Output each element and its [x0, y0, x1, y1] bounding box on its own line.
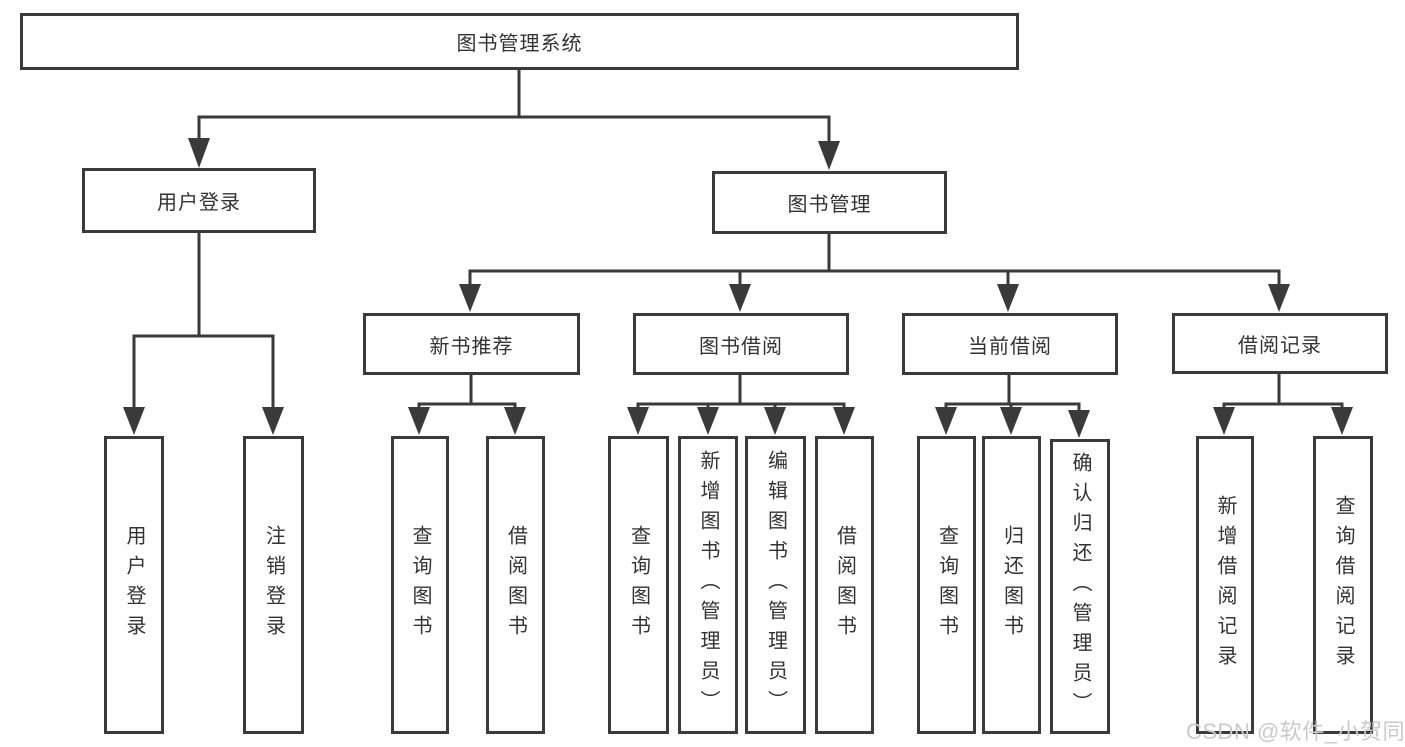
- node-label: 新增借阅记录: [1214, 495, 1236, 675]
- node-label: 图书管理系统: [456, 33, 583, 55]
- leaf-records-query-record: 查询借阅记录: [1313, 436, 1373, 734]
- node-label: 借阅记录: [1238, 335, 1322, 357]
- node-borrow-records: 借阅记录: [1172, 313, 1388, 374]
- node-label: 归还图书: [1000, 525, 1023, 645]
- arrowhead: [504, 407, 526, 435]
- arrowhead: [818, 141, 840, 170]
- arrowhead: [1000, 407, 1022, 435]
- connector-current-borrow-split: [935, 374, 1090, 438]
- connector-borrow-records-split: [1213, 373, 1353, 435]
- leaf-borrow-add-books-admin: 新增图书（管理员）: [678, 436, 738, 734]
- arrowhead: [1331, 407, 1353, 435]
- leaf-current-confirm-return-admin: 确认归还（管理员）: [1050, 439, 1110, 734]
- leaf-newbook-query-books: 查询图书: [391, 436, 449, 734]
- node-label: 注销登录: [262, 525, 285, 645]
- csdn-watermark: CSDN @软件_小贺同学: [1186, 719, 1405, 744]
- arrowhead: [408, 407, 430, 435]
- node-label: 图书借阅: [699, 335, 783, 358]
- arrowhead: [188, 138, 210, 168]
- leaf-borrow-edit-books-admin: 编辑图书（管理员）: [745, 436, 806, 734]
- arrowhead: [1068, 410, 1090, 438]
- arrowhead: [764, 407, 786, 435]
- connector-root-split: [188, 68, 840, 170]
- node-new-book-rec: 新书推荐: [363, 313, 580, 375]
- leaf-user-login: 用户登录: [104, 436, 164, 734]
- leaf-current-query-books: 查询图书: [917, 436, 976, 734]
- node-user-login: 用户登录: [82, 168, 316, 233]
- leaf-newbook-borrow-books: 借阅图书: [486, 436, 545, 734]
- leaf-records-add-record: 新增借阅记录: [1196, 436, 1254, 734]
- connector-book-mgmt-split: [459, 233, 1290, 312]
- node-current-borrow: 当前借阅: [902, 313, 1118, 375]
- connector-new-book-split: [408, 374, 526, 435]
- node-label: 新增图书（管理员）: [697, 450, 719, 720]
- arrowhead: [123, 407, 145, 435]
- node-label: 查询图书: [627, 525, 650, 645]
- node-label: 查询图书: [935, 525, 958, 645]
- connector-user-login-split: [123, 232, 284, 435]
- node-label: 查询借阅记录: [1332, 495, 1354, 675]
- arrowhead: [459, 284, 481, 312]
- arrowhead: [997, 284, 1019, 312]
- arrowhead: [729, 284, 751, 312]
- node-label: 借阅图书: [833, 525, 856, 645]
- connector-book-borrow-split: [627, 374, 855, 435]
- leaf-borrow-query-books: 查询图书: [608, 436, 669, 734]
- node-label: 编辑图书（管理员）: [764, 450, 787, 720]
- node-label: 当前借阅: [968, 335, 1052, 358]
- node-label: 借阅图书: [504, 525, 527, 645]
- node-root-system: 图书管理系统: [20, 13, 1019, 70]
- arrowhead: [1213, 407, 1235, 435]
- arrowhead: [262, 407, 284, 435]
- node-label: 用户登录: [123, 525, 145, 645]
- leaf-current-return-books: 归还图书: [982, 436, 1041, 734]
- node-book-borrow: 图书借阅: [633, 313, 849, 375]
- leaf-borrow-borrow-books: 借阅图书: [815, 436, 874, 734]
- arrowhead: [833, 407, 855, 435]
- arrowhead: [935, 407, 957, 435]
- node-book-mgmt: 图书管理: [712, 171, 947, 234]
- node-label: 新书推荐: [429, 335, 514, 358]
- arrowhead: [697, 407, 719, 435]
- node-label: 用户登录: [157, 192, 241, 214]
- leaf-logout: 注销登录: [243, 436, 304, 734]
- node-label: 查询图书: [409, 525, 431, 645]
- arrowhead: [627, 407, 649, 435]
- node-label: 图书管理: [787, 194, 872, 216]
- arrowhead: [1268, 284, 1290, 312]
- node-label: 确认归还（管理员）: [1069, 451, 1091, 722]
